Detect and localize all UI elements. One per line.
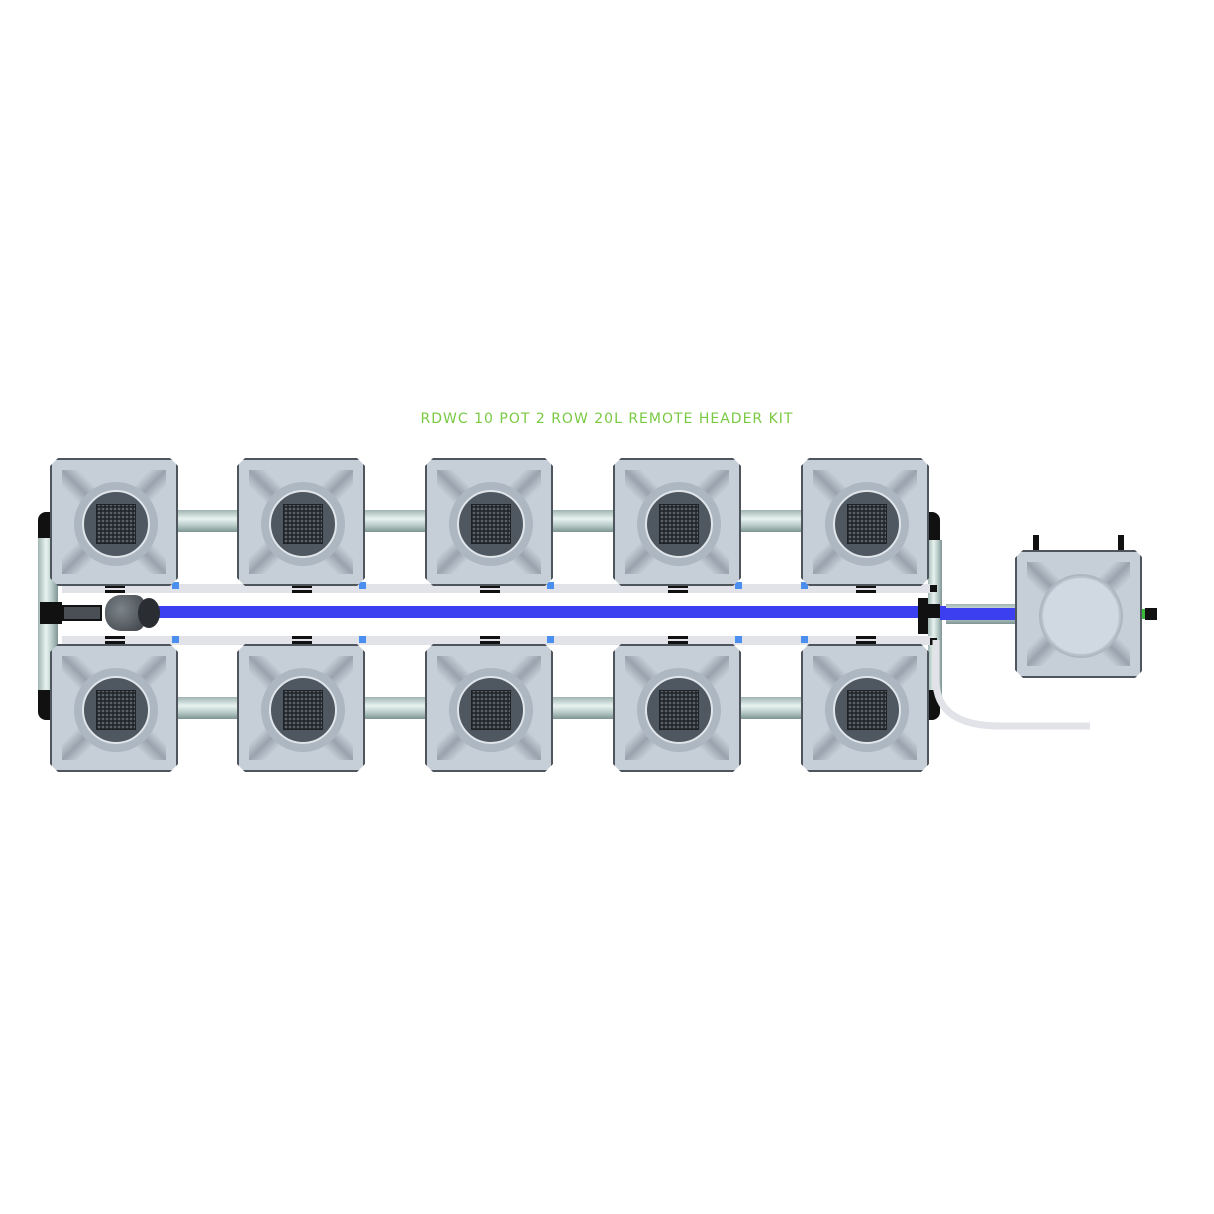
remote-header-reservoir[interactable]	[1015, 550, 1142, 678]
pot-bottom-3[interactable]	[425, 644, 553, 772]
kit-title: RDWC 10 POT 2 ROW 20L REMOTE HEADER KIT	[420, 411, 794, 427]
lower-hose	[62, 636, 932, 645]
drain-hose	[932, 640, 1090, 730]
pot-bottom-4[interactable]	[613, 644, 741, 772]
pot-top-5[interactable]	[801, 458, 929, 586]
pot-top-4[interactable]	[613, 458, 741, 586]
pot-top-3[interactable]	[425, 458, 553, 586]
upper-hose	[62, 584, 932, 593]
pot-bottom-2[interactable]	[237, 644, 365, 772]
pot-top-1[interactable]	[50, 458, 178, 586]
pot-bottom-1[interactable]	[50, 644, 178, 772]
pot-top-2[interactable]	[237, 458, 365, 586]
return-line	[150, 606, 1018, 618]
pot-bottom-5[interactable]	[801, 644, 929, 772]
